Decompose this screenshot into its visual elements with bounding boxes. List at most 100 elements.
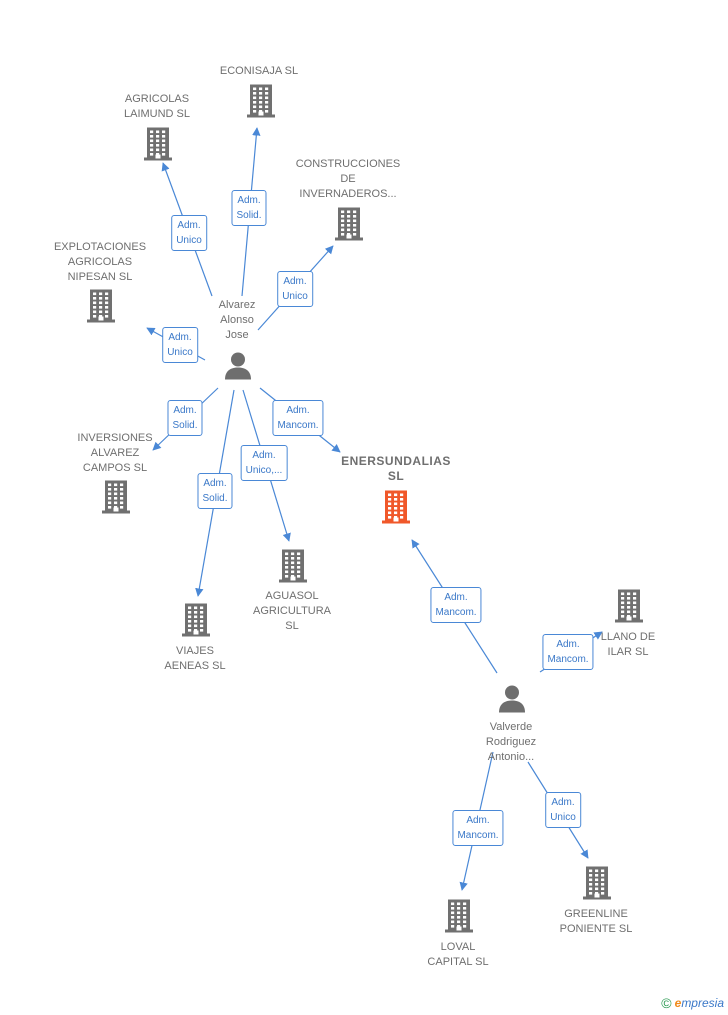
node-alvarez[interactable]	[223, 351, 253, 386]
node-label-viajes[interactable]: VIAJES AENEAS SL	[164, 644, 225, 674]
node-label-line: Jose	[225, 329, 249, 341]
edge-label-alvarez-viajes[interactable]: Adm.Solid.	[197, 473, 233, 509]
edge-label-line: Unico,...	[245, 465, 283, 476]
edge-label-valverde-enersundalias[interactable]: Adm. Mancom.	[430, 587, 482, 623]
node-label-line: INVERSIONES	[77, 432, 153, 444]
building-icon	[335, 207, 363, 241]
edge-label-valverde-loval[interactable]: Adm.Mancom.	[452, 810, 504, 846]
edge-label-valverde-greenline[interactable]: Adm. Unico	[545, 792, 581, 828]
person-icon	[225, 352, 251, 380]
building-icon	[102, 480, 130, 514]
building-icon	[583, 866, 611, 900]
node-label-line: AGRICOLAS	[124, 93, 190, 105]
edge-label-alvarez-econisaja[interactable]: Adm. Solid.	[231, 190, 267, 226]
node-label-line: VIAJES	[176, 645, 214, 657]
node-label-line: INVERNADEROS...	[299, 188, 397, 200]
node-label-line: SL	[285, 620, 299, 632]
node-label-loval[interactable]: LOVAL CAPITAL SL	[427, 940, 488, 970]
edge-label-line: Adm.	[173, 405, 197, 416]
edge-label-line: Unico	[167, 347, 193, 358]
edge-label-line: Mancom.	[435, 607, 477, 618]
node-label-line: AENEAS SL	[164, 660, 226, 672]
building-icon	[382, 490, 410, 524]
edge-label-line: Adm.	[551, 797, 575, 808]
node-aguasol[interactable]	[278, 549, 308, 588]
node-label-agricolas_laimund[interactable]: AGRICOLAS LAIMUND SL	[124, 92, 190, 122]
edge-label-line: Solid.	[172, 420, 198, 431]
building-icon	[182, 603, 210, 637]
edge-label-alvarez-enersundalias[interactable]: Adm. Mancom.	[272, 400, 324, 436]
node-construcciones[interactable]	[334, 207, 364, 246]
node-llano[interactable]	[614, 589, 644, 628]
building-icon	[445, 899, 473, 933]
node-label-line: Alvarez	[218, 299, 256, 311]
edge-label-line: Solid.	[236, 210, 262, 221]
node-label-line: CAMPOS SL	[82, 462, 148, 474]
building-icon	[144, 127, 172, 161]
edge-label-alvarez-inversiones[interactable]: Adm. Solid.	[167, 400, 203, 436]
brand-logo: empresia	[674, 996, 724, 1010]
node-label-line: ALVAREZ	[90, 447, 140, 459]
node-greenline[interactable]	[582, 866, 612, 905]
building-icon	[247, 84, 275, 118]
edge-label-line: Adm.	[237, 195, 261, 206]
edge-label-alvarez-construcciones[interactable]: Adm. Unico	[277, 271, 313, 307]
node-valverde[interactable]	[497, 684, 527, 719]
node-label-line: ECONISAJA SL	[219, 65, 299, 77]
edge-label-alvarez-agricolas_laimund[interactable]: Adm. Unico	[171, 215, 207, 251]
node-label-aguasol[interactable]: AGUASOL AGRICULTURA SL	[253, 589, 331, 634]
node-label-line: AGRICULTURA	[252, 605, 332, 617]
node-label-line: LLANO DE	[600, 631, 656, 643]
person-icon	[499, 685, 525, 713]
edge-label-line: Mancom.	[277, 420, 319, 431]
node-label-greenline[interactable]: GREENLINE PONIENTE SL	[560, 907, 633, 937]
edge-label-alvarez-aguasol[interactable]: Adm.Unico,...	[240, 445, 288, 481]
node-label-explotaciones[interactable]: EXPLOTACIONES AGRICOLAS NIPESAN SL	[54, 240, 146, 285]
node-econisaja[interactable]	[246, 84, 276, 123]
node-agricolas_laimund[interactable]	[143, 127, 173, 166]
node-label-inversiones[interactable]: INVERSIONES ALVAREZ CAMPOS SL	[77, 431, 152, 476]
node-label-econisaja[interactable]: ECONISAJA SL	[220, 64, 298, 79]
edge-label-line: Unico	[282, 291, 308, 302]
edge-label-line: Adm.	[556, 639, 580, 650]
node-inversiones[interactable]	[101, 480, 131, 519]
building-icon	[615, 589, 643, 623]
node-label-line: Antonio...	[487, 751, 535, 763]
edge-label-alvarez-explotaciones[interactable]: Adm.Unico	[162, 327, 198, 363]
node-explotaciones[interactable]	[86, 289, 116, 328]
node-enersundalias[interactable]	[381, 490, 411, 529]
node-loval[interactable]	[444, 899, 474, 938]
footer-brand: © empresia	[661, 995, 724, 1011]
edge-label-line: Adm.	[286, 405, 310, 416]
node-label-line: Rodriguez	[485, 736, 537, 748]
node-label-line: CAPITAL SL	[427, 956, 489, 968]
edge-label-line: Adm.	[177, 220, 201, 231]
edge-label-line: Unico	[550, 812, 576, 823]
building-icon	[279, 549, 307, 583]
edge-label-valverde-llano[interactable]: Adm.Mancom.	[542, 634, 594, 670]
edge-label-line: Solid.	[202, 493, 228, 504]
edge-label-line: Unico	[176, 235, 202, 246]
copyright-icon: ©	[661, 995, 672, 1011]
node-label-line: Alonso	[220, 314, 254, 326]
node-label-line: PONIENTE SL	[559, 923, 633, 935]
node-viajes[interactable]	[181, 603, 211, 642]
node-label-line: SL	[387, 469, 405, 483]
node-label-line: AGUASOL	[265, 590, 319, 602]
node-label-line: NIPESAN SL	[67, 271, 133, 283]
node-label-line: EXPLOTACIONES	[53, 241, 147, 253]
node-label-line: LOVAL	[440, 941, 476, 953]
node-label-line: AGRICOLAS	[67, 256, 133, 268]
edge-label-line: Adm.	[283, 276, 307, 287]
node-label-line: LAIMUND SL	[123, 108, 191, 120]
edge-label-line: Adm.	[444, 592, 468, 603]
node-label-line: GREENLINE	[564, 908, 628, 920]
edge-label-line: Mancom.	[457, 830, 499, 841]
node-label-line: DE	[340, 173, 356, 185]
